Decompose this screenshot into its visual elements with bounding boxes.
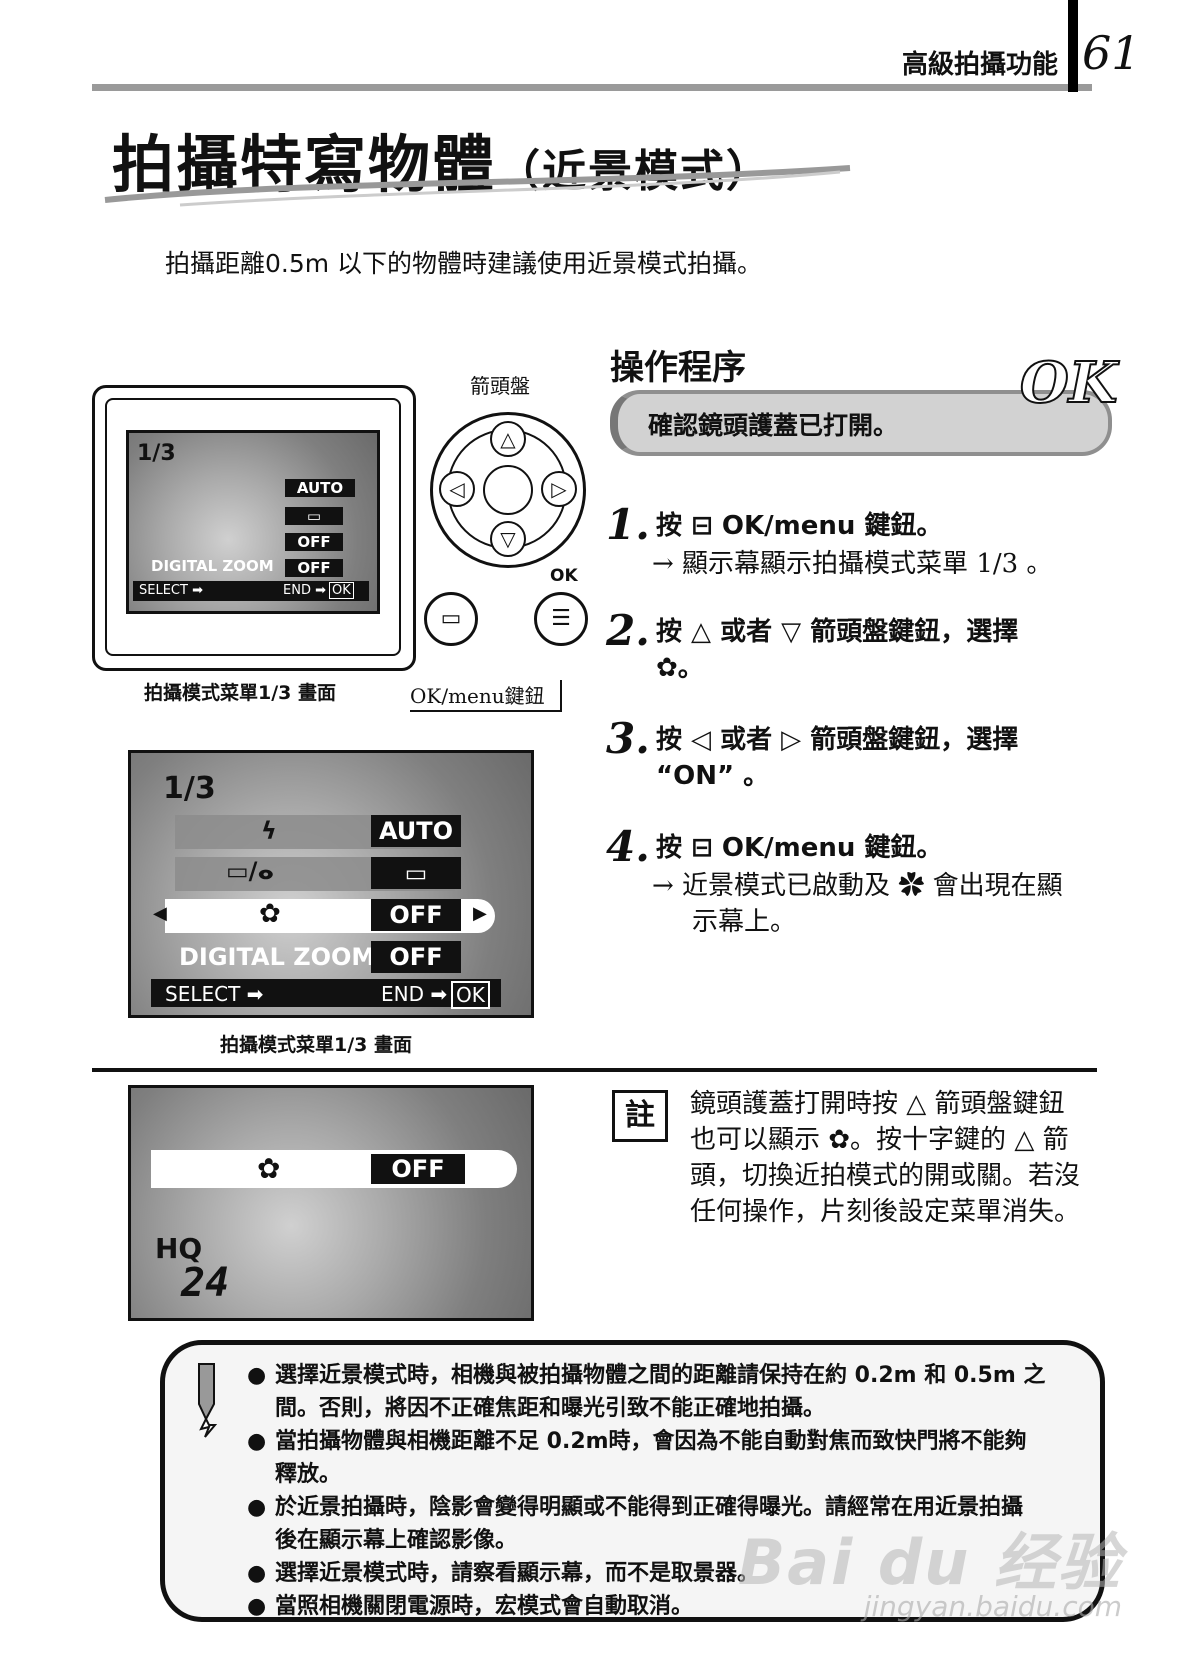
macro-flower-icon: ✿ — [259, 899, 281, 929]
step-1-suffix: OK/menu 鍵鈕。 — [712, 511, 943, 541]
intro-text: 拍攝距離0.5m 以下的物體時建議使用近景模式拍攝。 — [165, 249, 763, 278]
menu-button-icon-2: ⊟ — [691, 833, 713, 863]
digital-zoom-value: OFF — [371, 941, 461, 973]
arrow-up-icon[interactable]: △ — [490, 421, 526, 457]
precondition-box: 確認鏡頭護蓋已打開。 — [610, 390, 1112, 456]
caution-pencil-icon — [198, 1363, 218, 1438]
menu-page-small: 1/3 — [137, 441, 176, 466]
section-title: 高級拍攝功能 — [901, 50, 1058, 80]
step-3-line2: “ON” 。 — [656, 761, 770, 791]
footer-end: END ➡ — [381, 982, 448, 1006]
macro-value-small: OFF — [285, 533, 343, 551]
memo-note-icon: 註 — [612, 1090, 668, 1142]
small-menu-screen: 1/3 AUTO ▭ OFF DIGITAL ZOOM OFF SELECT ➡… — [126, 430, 380, 614]
note-text: 後在顯示幕上確認影像。 — [275, 1528, 518, 1553]
step-3-number: 3. — [606, 714, 650, 763]
step-2-number: 2. — [606, 606, 650, 655]
step-2-line1: 按 △ 或者 ▽ 箭頭盤鍵鈕，選擇 — [656, 617, 1019, 647]
note-text: 於近景拍攝時，陰影會變得明顯或不能得到正確得曝光。請經常在用近景拍攝 — [275, 1495, 1024, 1520]
dial-label: 箭頭盤 — [470, 374, 530, 398]
large-menu-screen: 1/3 ϟ AUTO ▭/ⴰ ▭ ◀ ✿ OFF ▶ DIGITAL ZOOM … — [128, 750, 534, 1018]
footer-select: SELECT ➡ — [165, 982, 264, 1006]
quality-indicator: HQ — [155, 1232, 203, 1265]
step-4-text: 按 ⊟ OK/menu 鍵鈕。 — [656, 830, 942, 866]
note-text: 釋放。 — [275, 1462, 342, 1487]
note-item: 於近景拍攝時，陰影會變得明顯或不能得到正確得曝光。請經常在用近景拍攝後在顯示幕上… — [247, 1491, 1067, 1557]
arrow-right-icon[interactable]: ▷ — [541, 471, 577, 507]
right-cursor-icon: ▶ — [473, 903, 487, 924]
ok-menu-button[interactable]: ☰ — [534, 592, 588, 646]
note-text: 當拍攝物體與相機距離不足 0.2m時，會因為不能自動對焦而致快門將不能夠 — [275, 1429, 1027, 1454]
arrow-down-icon[interactable]: ▽ — [490, 521, 526, 557]
ok-badge-icon: OK — [1019, 349, 1118, 417]
note-item: 選擇近景模式時，請察看顯示幕，而不是取景器。 — [247, 1557, 1067, 1590]
step-4-result-2: 示幕上。 — [692, 907, 797, 937]
drive-value: ▭ — [371, 857, 461, 889]
step-3-line1: 按 ◁ 或者 ▷ 箭頭盤鍵鈕，選擇 — [656, 725, 1019, 755]
memo-line: 也可以顯示 ✿。按十字鍵的 △ 箭 — [690, 1125, 1069, 1155]
flash-icon: ϟ — [261, 817, 277, 845]
menu-page-number: 1/3 — [163, 771, 216, 806]
step-4-number: 4. — [606, 822, 650, 871]
macro-value: OFF — [371, 899, 461, 931]
camera-lcd-frame — [92, 385, 416, 671]
step-1-text: 按 ⊟ OK/menu 鍵鈕。 — [656, 508, 942, 544]
zoom-value-small: OFF — [285, 559, 343, 577]
caption-small-screen: 拍攝模式菜單1/3 畫面 — [144, 682, 336, 704]
ok-label: OK — [550, 566, 578, 586]
memo-line: 鏡頭護蓋打開時按 △ 箭頭盤鍵鈕 — [690, 1089, 1065, 1119]
caption-large-screen: 拍攝模式菜單1/3 畫面 — [220, 1034, 412, 1056]
flash-value-small: AUTO — [285, 479, 355, 497]
step-4-prefix: 按 — [656, 833, 692, 863]
menu-footer: SELECT ➡ END ➡ OK — [151, 979, 501, 1009]
note-text: 當照相機關閉電源時，宏模式會自動取消。 — [275, 1594, 694, 1619]
footer-end-small: END ➡ — [283, 583, 326, 598]
note-item: 選擇近景模式時，相機與被拍攝物體之間的距離請保持在約 0.2m 和 0.5m 之… — [247, 1359, 1067, 1425]
watermark-url: jingyan.baidu.com — [863, 1590, 1122, 1623]
digital-zoom-label: DIGITAL ZOOM — [179, 943, 376, 971]
ok-menu-callout: OK/menu鍵鈕 — [410, 680, 562, 712]
note-text: 選擇近景模式時，相機與被拍攝物體之間的距離請保持在約 0.2m 和 0.5m 之 — [275, 1363, 1046, 1388]
flash-value: AUTO — [371, 815, 461, 847]
step-1-prefix: 按 — [656, 511, 692, 541]
menu-footer-small: SELECT ➡ END ➡ OK — [133, 581, 369, 601]
left-cursor-icon: ◀ — [153, 903, 167, 924]
zoom-label-small: DIGITAL ZOOM — [151, 557, 274, 575]
step-4-result-1: → 近景模式已啟動及 ✿ 會出現在顯 — [652, 871, 1063, 901]
arrow-pad[interactable]: △ ▽ ◁ ▷ — [430, 412, 586, 568]
drive-value-small: ▭ — [285, 507, 343, 525]
arrow-left-icon[interactable]: ◁ — [439, 471, 475, 507]
header-rule — [92, 84, 1092, 91]
drive-self-timer-icon: ▭/ⴰ — [226, 857, 275, 885]
step-2-line2: ✿。 — [656, 653, 704, 683]
center-button[interactable] — [483, 465, 533, 515]
note-text: 間。否則，將因不正確焦距和曝光引致不能正確地拍攝。 — [275, 1396, 826, 1421]
footer-ok: OK — [451, 981, 490, 1009]
watermark-logo: Bai du 经验 — [737, 1526, 1122, 1599]
note-text: 選擇近景模式時，請察看顯示幕，而不是取景器。 — [275, 1561, 760, 1586]
macro-flower-status-icon: ✿ — [257, 1152, 281, 1185]
precondition-text: 確認鏡頭護蓋已打開。 — [648, 411, 899, 440]
display-button[interactable]: ▭ — [424, 592, 478, 646]
menu-button-icon: ⊟ — [691, 511, 713, 541]
step-4-suffix: OK/menu 鍵鈕。 — [712, 833, 943, 863]
note-item: 當照相機關閉電源時，宏模式會自動取消。 — [247, 1590, 1067, 1623]
procedure-heading: 操作程序 — [610, 348, 746, 388]
footer-ok-small: OK — [329, 582, 354, 599]
section-divider — [92, 1068, 1097, 1072]
macro-status-value: OFF — [371, 1154, 465, 1184]
page-number: 61 — [1082, 26, 1141, 80]
caution-notes-box: 選擇近景模式時，相機與被拍攝物體之間的距離請保持在約 0.2m 和 0.5m 之… — [160, 1340, 1105, 1623]
step-1-result: → 顯示幕顯示拍攝模式菜單 1/3 。 — [652, 549, 1053, 579]
step-1-number: 1. — [606, 500, 650, 549]
remaining-shots: 24 — [181, 1260, 230, 1306]
title-swoosh — [104, 165, 851, 207]
status-screen: ✿ OFF HQ 24 — [128, 1085, 534, 1321]
memo-line: 頭，切換近拍模式的開或關。若沒 — [690, 1161, 1081, 1191]
memo-line: 任何操作，片刻後設定菜單消失。 — [690, 1197, 1081, 1227]
header-bar — [1068, 0, 1078, 92]
memo-text: 鏡頭護蓋打開時按 △ 箭頭盤鍵鈕 也可以顯示 ✿。按十字鍵的 △ 箭 頭，切換近… — [690, 1086, 1080, 1230]
footer-select-small: SELECT ➡ — [139, 583, 203, 598]
